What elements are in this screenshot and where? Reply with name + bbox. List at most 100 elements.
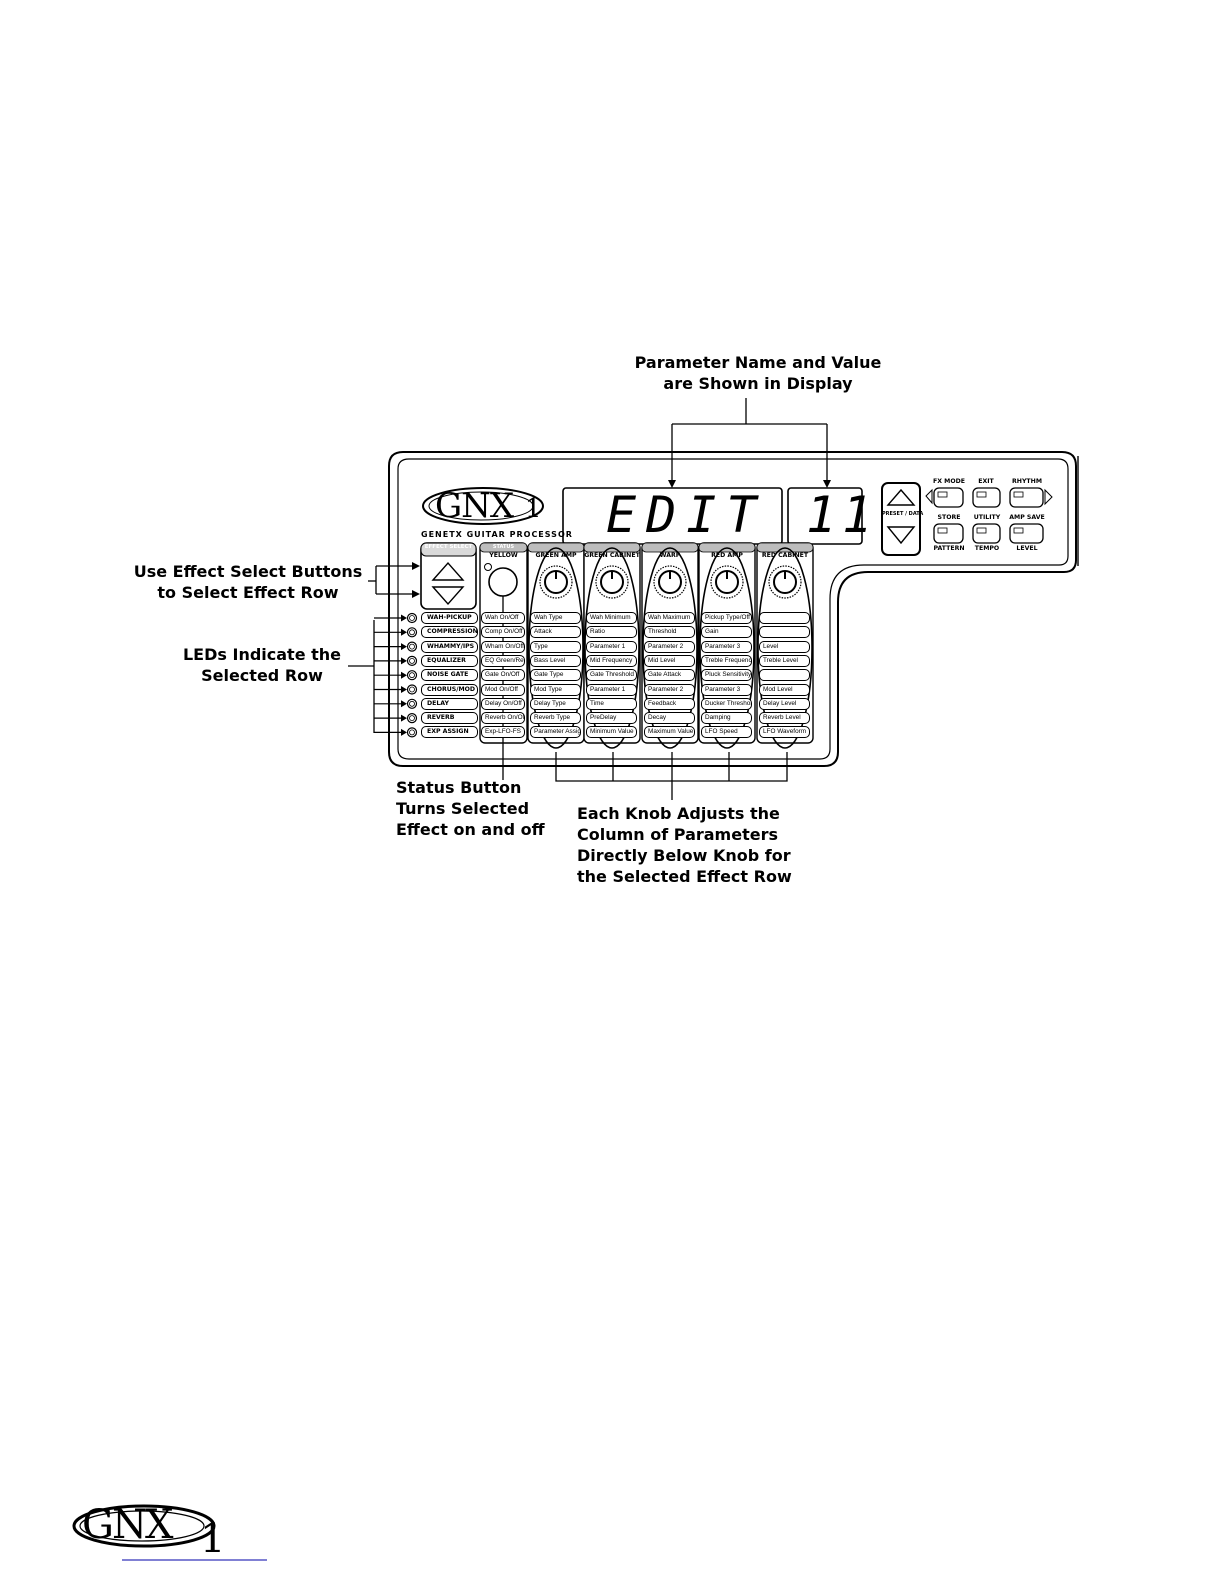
callout-leds: LEDs Indicate the Selected Row: [160, 644, 364, 686]
main-display-text: EDIT: [606, 486, 767, 544]
utility-label: UTILITY: [973, 514, 1001, 521]
effect-row-label: EQUALIZER: [421, 654, 478, 667]
preset-data-label: PRESET / DATA: [882, 511, 924, 517]
parameter-cell: Reverb Level: [759, 712, 810, 725]
parameter-cell: Gate Type: [530, 669, 581, 682]
device-outline: [388, 451, 1077, 767]
effect-row-label: REVERB: [421, 712, 478, 725]
row-leds: [406, 612, 418, 738]
effect-select-label: EFFECT SELECT: [424, 544, 473, 550]
parameter-cell: Mid Frequency: [586, 654, 637, 667]
parameter-cell: Threshold: [644, 626, 695, 639]
parameter-cell: Pickup Type/Off: [701, 612, 752, 624]
parameter-cell: Gain: [701, 626, 752, 639]
fx-mode-left-arrow-icon: [925, 488, 933, 505]
parameter-cell: Damping: [701, 712, 752, 725]
footer-logo-sub: 1: [200, 1516, 226, 1562]
callout-display-line-2: are Shown in Display: [663, 374, 853, 393]
row-led-icon: [406, 612, 418, 624]
led-arrow-icon: [401, 628, 407, 636]
parameter-cell: Treble Level: [759, 654, 810, 667]
row-led-icon: [406, 727, 418, 738]
led-arrow-icon: [401, 686, 407, 693]
parameter-cell: Pluck Sensitivity: [701, 669, 752, 682]
parameter-cell: [759, 669, 810, 682]
device-logo-sub: 1: [525, 494, 542, 524]
callout-knob-line-3: Directly Below Knob for: [577, 846, 791, 865]
parameter-cell: Type: [530, 640, 581, 653]
row-led-icon: [406, 655, 418, 667]
rhythm-label: RHYTHM: [1012, 478, 1042, 485]
parameter-cell: Wah Type: [530, 612, 581, 624]
parameter-cell: Maximum Value: [644, 726, 695, 739]
parameter-cell: Feedback: [644, 697, 695, 710]
callout-leds-line-2: Selected Row: [201, 666, 323, 685]
effect-up-arrow-icon[interactable]: [431, 561, 465, 581]
parameter-cell: Delay Type: [530, 697, 581, 710]
status-cell: Gate On/Off: [481, 669, 525, 682]
exit-button[interactable]: [972, 487, 1001, 508]
status-cell: EQ Green/Red: [481, 654, 525, 667]
parameter-cell: Parameter 2: [644, 640, 695, 653]
column-highlight-oval: [642, 547, 698, 749]
led-arrow-icon: [401, 671, 407, 679]
parameter-cell: Parameter 3: [701, 683, 752, 696]
led-arrow-icon: [401, 614, 407, 622]
parameter-cell: [759, 626, 810, 639]
fx-mode-label: FX MODE: [933, 478, 965, 485]
rhythm-button[interactable]: [1009, 487, 1044, 508]
leader-lines: [348, 398, 831, 800]
callout-knob-line-2: Column of Parameters: [577, 825, 778, 844]
parameter-cell: Attack: [530, 626, 581, 639]
parameter-cell: Mod Level: [759, 683, 810, 696]
callout-leds-line-1: LEDs Indicate the: [182, 645, 342, 664]
parameter-cell: Gate Threshold: [586, 669, 637, 682]
store-button[interactable]: [933, 523, 964, 544]
parameter-cell: Ducker Threshold: [701, 697, 752, 710]
column-highlight-oval: [528, 547, 584, 749]
amp-save-label: AMP SAVE: [1009, 514, 1045, 521]
parameter-cell: Parameter 2: [644, 683, 695, 696]
status-cell: Wham On/Off: [481, 640, 525, 653]
column-header: GREEN AMP: [535, 552, 577, 559]
parameter-cell: Gate Attack: [644, 669, 695, 682]
status-cell: Reverb On/Off: [481, 712, 525, 725]
callout-status-line-2: Turns Selected: [396, 799, 530, 818]
led-arrow-icon: [401, 643, 407, 651]
device-tagline: GENETX GUITAR PROCESSOR: [421, 530, 573, 539]
parameter-cell: Parameter 1: [586, 683, 637, 696]
level-label: LEVEL: [1016, 545, 1038, 552]
callout-effect-select: Use Effect Select Buttons to Select Effe…: [120, 561, 376, 603]
parameter-cell: Reverb Type: [530, 712, 581, 725]
footer-logo-swoosh-icon: [72, 1504, 267, 1561]
parameter-cell: Parameter Assign: [530, 726, 581, 739]
led-arrow-icon: [401, 700, 407, 708]
rhythm-right-arrow-icon: [1044, 488, 1053, 506]
callout-knob-line-4: the Selected Effect Row: [577, 867, 792, 886]
parameter-cell: LFO Speed: [701, 726, 752, 739]
status-cell: Exp-LFO-FS: [481, 726, 525, 739]
column-highlight-oval: [584, 547, 640, 749]
status-cell: Delay On/Off: [481, 697, 525, 710]
utility-button[interactable]: [972, 523, 1001, 544]
status-cell: Comp On/Off: [481, 626, 525, 639]
footer-logo-text: GNX: [82, 1502, 173, 1548]
callout-knob-line-1: Each Knob Adjusts the: [577, 804, 780, 823]
parameter-cell: Wah Maximum: [644, 612, 695, 624]
preset-up-arrow-icon[interactable]: [886, 488, 916, 506]
parameter-cell: Decay: [644, 712, 695, 725]
status-cell: Wah On/Off: [481, 612, 525, 624]
callout-effect-select-line-1: Use Effect Select Buttons: [133, 562, 363, 581]
amp-save-button[interactable]: [1009, 523, 1044, 544]
parameter-cell: Mod Type: [530, 683, 581, 696]
effect-down-arrow-icon[interactable]: [431, 586, 465, 606]
effect-row-label: COMPRESSION: [421, 626, 478, 639]
num-display-frame: [787, 487, 863, 545]
device-logo-swoosh-icon: [422, 487, 544, 525]
row-led-icon: [406, 670, 418, 681]
fx-mode-button[interactable]: [933, 487, 964, 508]
led-arrow-icon: [401, 714, 407, 722]
effect-row-label: EXP ASSIGN: [421, 726, 478, 739]
preset-down-arrow-icon[interactable]: [886, 526, 916, 545]
